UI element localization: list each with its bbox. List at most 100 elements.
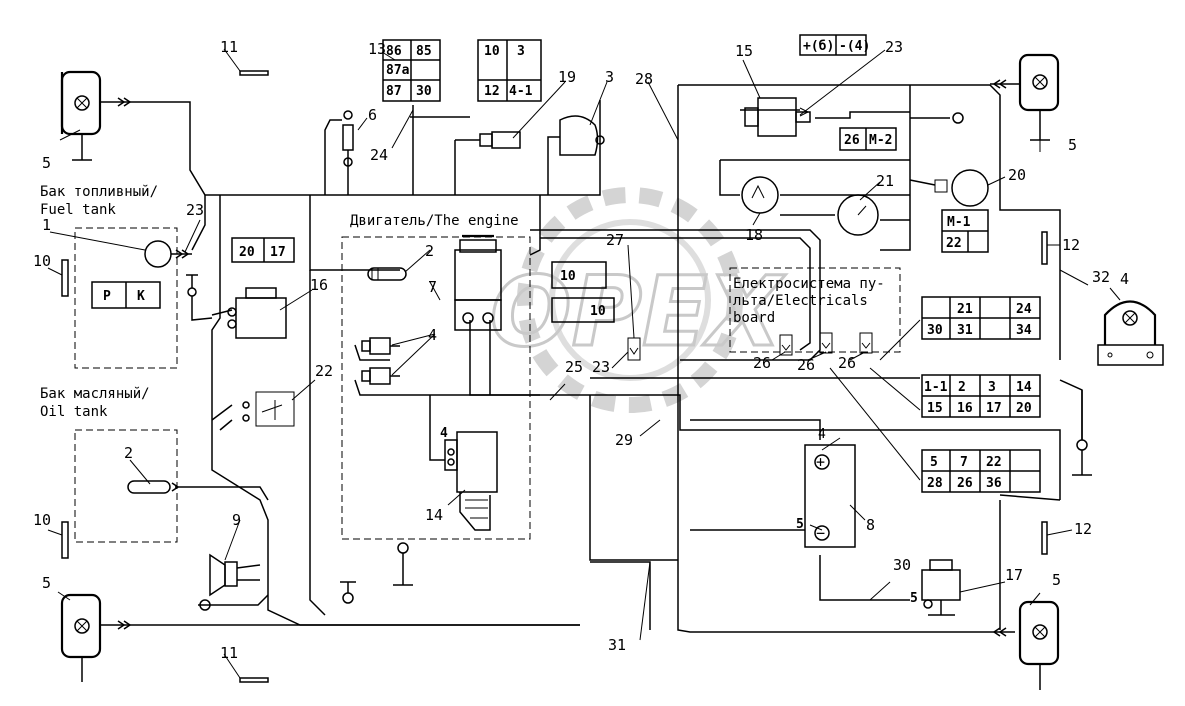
callout-21: 21: [876, 172, 894, 190]
board-title-1: Електросистема пу-: [733, 276, 885, 292]
callout-11-bottom: 11: [220, 644, 238, 662]
callout-29: 29: [615, 431, 633, 449]
callout-23-top: 23: [885, 38, 903, 56]
sensor-2-engine: [367, 267, 407, 281]
horn-9: [209, 553, 261, 597]
callout-4-engine: 4: [428, 326, 437, 344]
engine-title: Двигатель/The engine: [350, 213, 519, 229]
headlight-bottom-left: [60, 593, 132, 682]
svg-text:4-1: 4-1: [509, 84, 533, 99]
svg-text:31: 31: [957, 323, 973, 338]
svg-text:30: 30: [927, 323, 943, 338]
callout-5-tr: 5: [1068, 136, 1077, 154]
table-26-m2: 26 М-2: [839, 127, 897, 151]
svg-text:14: 14: [1016, 380, 1032, 395]
callout-7: 7: [428, 278, 437, 296]
callout-13: 13: [368, 40, 386, 58]
headlight-bottom-right: [992, 600, 1060, 690]
svg-text:5: 5: [930, 455, 938, 470]
connector-markers: [627, 107, 873, 361]
callout-23-harness: 23: [592, 358, 610, 376]
table-23-top: +(б) -(4): [799, 34, 870, 56]
ground-symbols: [199, 112, 964, 611]
callout-1: 1: [42, 216, 51, 234]
engine-box: [341, 236, 531, 540]
sensor-19: [479, 131, 521, 149]
table-board-3: 5 7 22 28 26 36: [921, 449, 1041, 493]
battery-minus: −: [816, 524, 825, 542]
svg-text:15: 15: [927, 401, 943, 416]
svg-text:16: 16: [957, 401, 973, 416]
gauge-21: [837, 194, 879, 236]
callout-5-battery: 5: [796, 517, 804, 532]
svg-text:М-2: М-2: [869, 133, 892, 148]
callout-28: 28: [635, 70, 653, 88]
svg-text:Р: Р: [103, 289, 111, 304]
gauge-20: [934, 169, 989, 207]
callout-12-top: 12: [1062, 236, 1080, 254]
callout-23-fuel: 23: [186, 201, 204, 219]
table-20-17: 20 17: [231, 237, 295, 263]
callout-22: 22: [315, 362, 333, 380]
table-board-2: 1-1 2 3 14 15 16 17 20: [921, 374, 1041, 418]
callout-18: 18: [745, 226, 763, 244]
callout-2-engine: 2: [425, 242, 434, 260]
relay-16: [186, 274, 287, 339]
svg-text:20: 20: [239, 245, 255, 260]
callout-5-bl: 5: [42, 574, 51, 592]
svg-text:24: 24: [1016, 302, 1032, 317]
part-12-bottom: [1041, 521, 1048, 555]
callout-32: 32: [1092, 268, 1110, 286]
svg-text:36: 36: [986, 476, 1002, 491]
starter-motor-14: [444, 431, 498, 531]
table-m1-22: М-1 22: [941, 209, 989, 253]
callout-4-lamp: 4: [1120, 270, 1129, 288]
callout-leaders: [47, 48, 1121, 679]
callout-4-battery: 4: [818, 427, 826, 442]
svg-text:М-1: М-1: [947, 215, 971, 230]
callout-19: 19: [558, 68, 576, 86]
callout-27: 27: [606, 231, 624, 249]
callout-12-bottom: 12: [1074, 520, 1092, 538]
part-11-top: [239, 70, 269, 76]
table-10b: 10: [551, 297, 615, 323]
callout-26-b: 26: [797, 356, 815, 374]
callout-5-tl: 5: [42, 154, 51, 172]
svg-text:+(б): +(б): [803, 39, 834, 54]
fuse-6: [342, 110, 354, 167]
table-p-k: Р К: [91, 281, 161, 309]
callout-26-c: 26: [838, 354, 856, 372]
sensor-2-oil-tank: [127, 480, 180, 494]
fuel-tank-box: [74, 227, 178, 369]
svg-text:2: 2: [958, 380, 966, 395]
fuel-tank-title-1: Бак топливный/: [40, 184, 158, 200]
signal-lamp-3: [547, 115, 605, 195]
switch-10-bottom: [61, 521, 69, 559]
switch-17: [921, 559, 961, 616]
fuel-tank-title-2: Fuel tank: [40, 202, 116, 218]
headlight-top-left: [60, 70, 132, 161]
callout-14: 14: [425, 506, 443, 524]
battery-plus: +: [816, 453, 825, 471]
switch-15: [744, 97, 811, 137]
connector-4b: [361, 367, 400, 385]
svg-text:34: 34: [1016, 323, 1032, 338]
svg-text:22: 22: [986, 455, 1002, 470]
svg-text:28: 28: [927, 476, 943, 491]
lamp-right: [1072, 300, 1164, 476]
board-title-3: board: [733, 310, 775, 326]
svg-text:17: 17: [986, 401, 1002, 416]
svg-text:10: 10: [484, 44, 500, 59]
svg-text:17: 17: [270, 245, 286, 260]
callout-24: 24: [370, 146, 388, 164]
callout-10-top: 10: [33, 252, 51, 270]
svg-text:1-1: 1-1: [924, 380, 948, 395]
svg-text:12: 12: [484, 84, 500, 99]
svg-text:26: 26: [844, 133, 860, 148]
svg-text:85: 85: [416, 44, 432, 59]
callout-20: 20: [1008, 166, 1026, 184]
watermark: OPEX: [489, 187, 787, 413]
table-board-1: 21 24 30 31 34: [921, 296, 1041, 340]
svg-text:21: 21: [957, 302, 973, 317]
